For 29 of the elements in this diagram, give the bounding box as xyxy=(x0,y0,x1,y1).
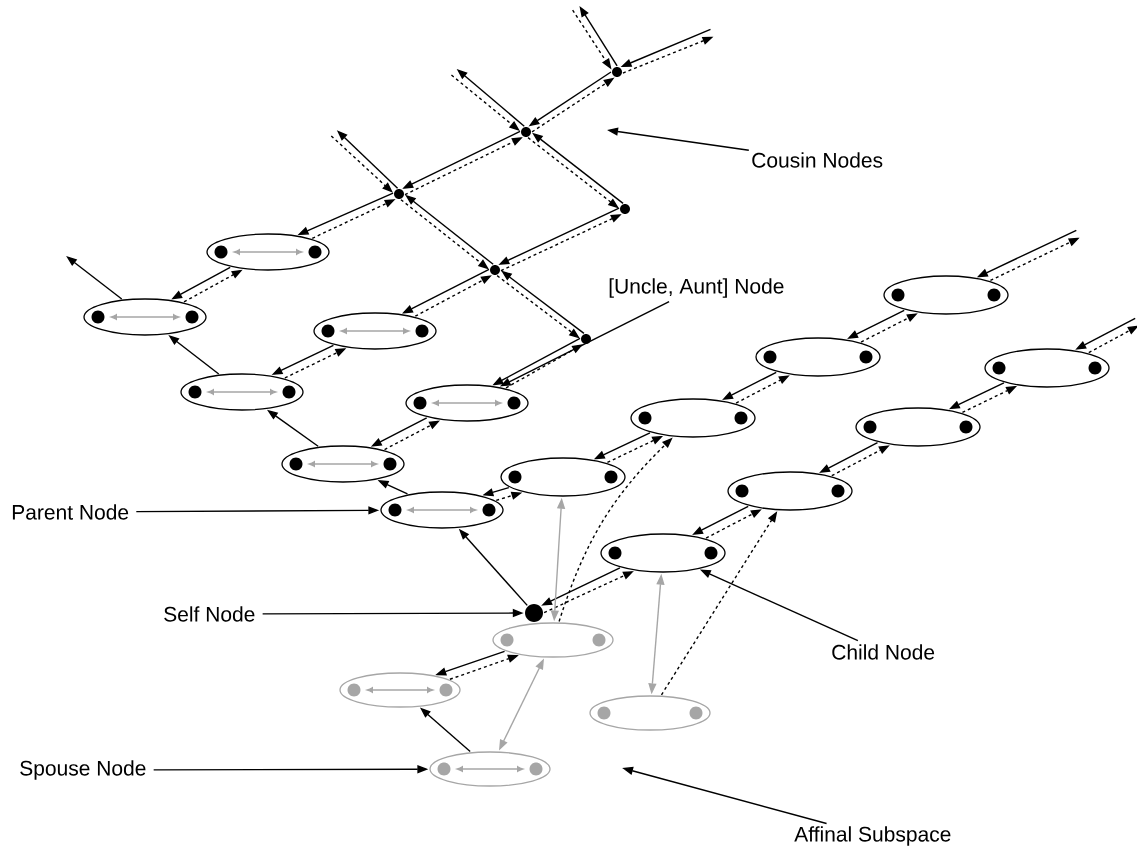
ellipse-node xyxy=(281,445,405,483)
node-label: Affinal Subspace xyxy=(794,826,951,846)
ellipse-node xyxy=(883,275,1009,315)
ellipse-node xyxy=(727,471,853,511)
ellipse-node xyxy=(429,751,551,787)
node-label: Cousin Nodes xyxy=(752,152,883,168)
node-label: Child Node xyxy=(832,644,935,660)
ellipse-node xyxy=(630,398,756,438)
ellipse-node xyxy=(339,672,461,708)
ellipse-node xyxy=(855,407,981,447)
ellipse-node xyxy=(984,348,1110,388)
node-label: Self Node xyxy=(164,606,255,622)
dotted-arrow xyxy=(1088,325,1137,354)
ellipse-node xyxy=(83,298,207,336)
ellipse-node xyxy=(600,533,726,573)
node-label: Spouse Node xyxy=(20,760,146,780)
ellipse-node xyxy=(589,695,711,731)
ellipse-node xyxy=(180,373,304,411)
ellipse-node xyxy=(380,491,504,529)
ellipse-node xyxy=(405,384,529,422)
node-label: Parent Node xyxy=(12,504,129,520)
arrow xyxy=(66,256,123,300)
ellipse-node xyxy=(206,233,330,271)
ellipse-node xyxy=(500,457,626,497)
node-label: [Uncle, Aunt] Node xyxy=(609,278,784,298)
dot-node xyxy=(525,604,543,622)
ellipse-node xyxy=(492,622,614,658)
ellipse-node xyxy=(313,312,437,350)
ellipse-node xyxy=(755,337,881,377)
